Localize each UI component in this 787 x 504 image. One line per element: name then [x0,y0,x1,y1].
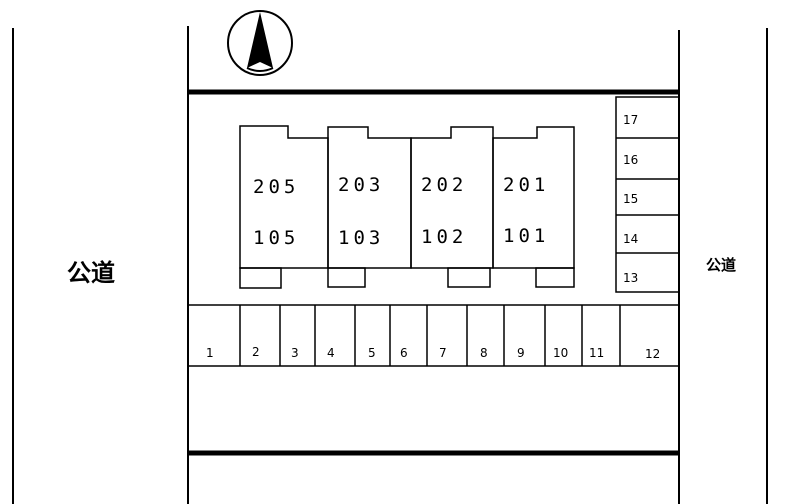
north-arrow-icon [227,10,293,76]
road-label-right: 公道 [706,256,736,274]
unit-label-201: 201 [503,174,549,196]
unit-label-103: 103 [338,227,384,249]
parking-stall-12: 12 [645,347,660,361]
parking-stall-7: 7 [439,346,447,360]
balcony-202 [447,267,491,288]
apartment-building [239,125,575,289]
balcony-205 [239,267,282,289]
parking-stall-15: 15 [623,192,638,206]
unit-label-102: 102 [421,226,467,248]
unit-block-201 [492,126,575,269]
parking-stall-13: 13 [623,271,638,285]
parking-stall-8: 8 [480,346,488,360]
road-label-left: 公道 [67,259,115,287]
unit-label-205: 205 [253,176,299,198]
parking-stall-9: 9 [517,346,525,360]
balcony-203 [327,267,366,288]
parking-stall-16: 16 [623,153,638,167]
parking-column-right [615,96,680,293]
parking-stall-14: 14 [623,232,638,246]
balcony-201 [535,267,575,288]
parking-stall-4: 4 [327,346,335,360]
parking-stall-6: 6 [400,346,408,360]
parking-stall-17: 17 [623,113,638,127]
unit-label-203: 203 [338,174,384,196]
parking-stall-10: 10 [553,346,568,360]
unit-label-202: 202 [421,174,467,196]
unit-label-105: 105 [253,227,299,249]
parking-stall-5: 5 [368,346,376,360]
parking-stall-1: 1 [206,346,214,360]
parking-stall-3: 3 [291,346,299,360]
parking-stall-11: 11 [589,346,604,360]
parking-stall-2: 2 [252,345,260,359]
unit-label-101: 101 [503,225,549,247]
unit-block-202 [410,126,494,269]
parking-row-bottom [188,304,679,367]
